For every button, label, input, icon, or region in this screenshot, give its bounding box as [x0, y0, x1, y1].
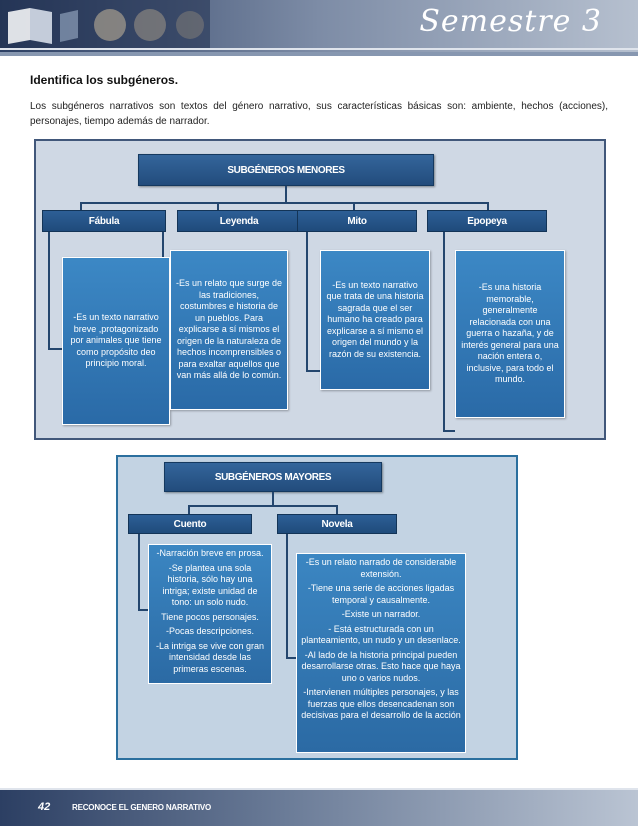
novela-label-box: Novela — [277, 514, 397, 534]
connector — [48, 348, 62, 350]
minor-title: SUBGÉNEROS MENORES — [227, 164, 345, 176]
mito-label: Mito — [347, 215, 367, 227]
epopeya-label: Epopeya — [467, 215, 507, 227]
cuento-line: Tiene pocos personajes. — [161, 611, 259, 622]
page-header: Semestre 3 — [0, 0, 638, 56]
novela-line: -Intervienen múltiples personajes, y las… — [301, 687, 461, 720]
connector — [353, 202, 355, 210]
connector — [188, 505, 190, 514]
fabula-label: Fábula — [88, 215, 120, 227]
leyenda-label: Leyenda — [219, 215, 259, 227]
connector — [443, 430, 455, 432]
fabula-label-box: Fábula — [42, 210, 166, 232]
connector — [48, 232, 50, 350]
connector — [138, 609, 148, 611]
page-footer: 42 RECONOCE EL GENERO NARRATIVO — [0, 788, 638, 826]
novela-line: -Existe un narrador. — [341, 609, 421, 619]
leyenda-card: -Es un relato que surge de las tradicion… — [170, 250, 288, 410]
major-title: SUBGÉNEROS MAYORES — [214, 471, 332, 483]
minor-subgenres-panel: SUBGÉNEROS MENORES Fábula Leyenda Mito E… — [34, 139, 606, 440]
connector — [336, 505, 338, 514]
connector — [138, 534, 140, 611]
leyenda-text: -Es un relato que surge de las tradicion… — [175, 278, 283, 381]
connector — [286, 534, 288, 659]
section-heading: Identifica los subgéneros. — [30, 73, 179, 87]
footer-rule — [0, 788, 638, 790]
novela-card: -Es un relato narrado de considerable ex… — [296, 553, 466, 753]
connector — [272, 492, 274, 507]
mito-text: -Es un texto narrativo que trata de una … — [326, 279, 424, 359]
cuento-line: -La intriga se vive con gran intensidad … — [155, 640, 265, 674]
mito-label-box: Mito — [297, 210, 417, 232]
connector — [487, 202, 489, 210]
footer-title: RECONOCE EL GENERO NARRATIVO — [72, 803, 212, 812]
major-title-box: SUBGÉNEROS MAYORES — [164, 462, 382, 492]
books-logo-icon — [0, 0, 210, 50]
fabula-text: -Es un texto narrativo breve ,protagoniz… — [70, 312, 162, 369]
leyenda-label-box: Leyenda — [177, 210, 301, 232]
cuento-card: -Narración breve en prosa. -Se plantea u… — [148, 544, 272, 684]
major-subgenres-panel: SUBGÉNEROS MAYORES Cuento Novela -Narrac… — [116, 455, 518, 760]
cuento-label-box: Cuento — [128, 514, 252, 534]
header-rule — [0, 48, 638, 50]
connector — [443, 232, 445, 432]
novela-line: - Está estructurada con un planteamiento… — [301, 623, 461, 646]
connector — [286, 657, 296, 659]
connector — [217, 202, 219, 210]
intro-paragraph: Los subgéneros narrativos son textos del… — [30, 101, 608, 127]
epopeya-label-box: Epopeya — [427, 210, 547, 232]
novela-line: -Al lado de la historia principal pueden… — [301, 649, 461, 683]
connector — [306, 370, 320, 372]
fabula-card: -Es un texto narrativo breve ,protagoniz… — [62, 257, 170, 425]
header-band — [0, 52, 638, 56]
cuento-label: Cuento — [173, 518, 207, 530]
novela-line: -Es un relato narrado de considerable ex… — [305, 557, 457, 579]
cuento-line: -Se plantea una sola historia, sólo hay … — [162, 562, 258, 608]
connector — [80, 202, 82, 210]
connector — [188, 505, 338, 507]
connector — [80, 202, 489, 204]
minor-title-box: SUBGÉNEROS MENORES — [138, 154, 434, 186]
novela-line: -Tiene una serie de acciones ligadas tem… — [307, 583, 455, 605]
epopeya-card: -Es una historia memorable, generalmente… — [455, 250, 565, 418]
connector — [306, 232, 308, 372]
semester-title: Semestre 3 — [419, 4, 602, 39]
cuento-line: -Narración breve en prosa. — [156, 548, 264, 558]
cuento-line: -Pocas descripciones. — [165, 626, 255, 636]
novela-label: Novela — [321, 518, 353, 530]
page-number: 42 — [38, 801, 51, 813]
connector — [285, 186, 287, 202]
mito-card: -Es un texto narrativo que trata de una … — [320, 250, 430, 390]
epopeya-text: -Es una historia memorable, generalmente… — [461, 282, 559, 385]
